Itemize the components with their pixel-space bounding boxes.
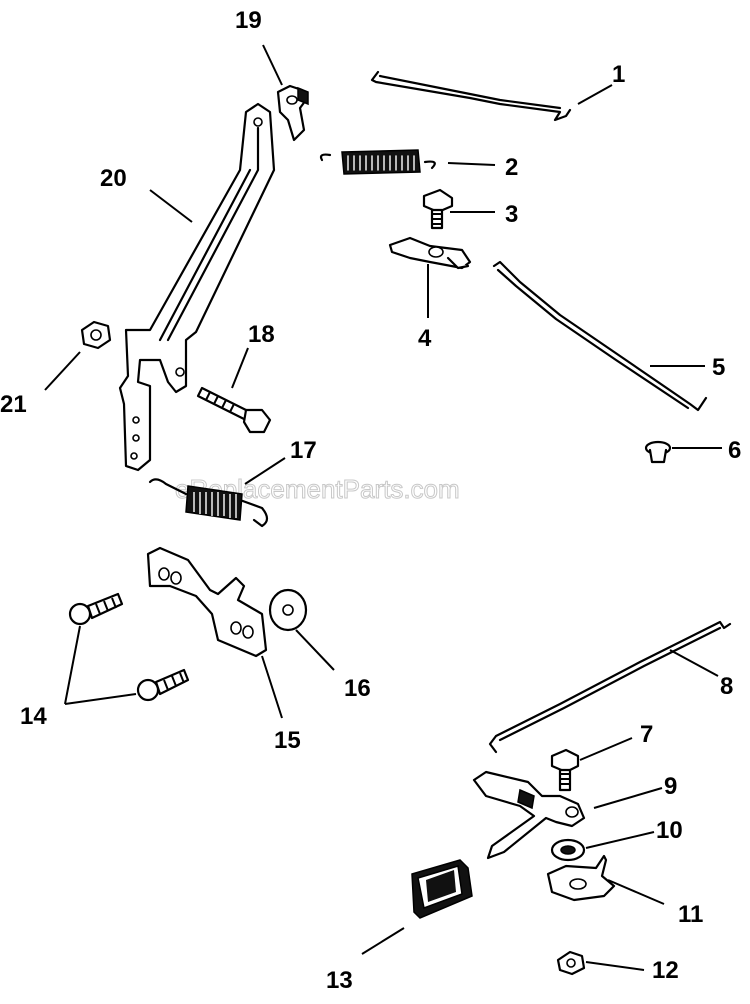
callout-4: 4 — [418, 325, 432, 352]
part-14-screw-upper[interactable] — [68, 592, 124, 626]
leader-15 — [261, 655, 283, 719]
leader-13 — [361, 927, 405, 955]
callout-3: 3 — [505, 201, 518, 228]
leader-14 — [64, 625, 137, 705]
part-17-spring[interactable] — [148, 478, 269, 528]
part-10-washer[interactable] — [550, 838, 586, 862]
part-12-nut[interactable] — [556, 950, 586, 976]
part-21-nut[interactable] — [80, 320, 112, 350]
leader-19 — [262, 44, 283, 86]
part-19-bracket[interactable] — [276, 84, 309, 142]
callout-13: 13 — [326, 967, 353, 994]
leader-9 — [593, 787, 663, 809]
part-15-bracket[interactable] — [146, 546, 268, 658]
leader-21 — [44, 351, 81, 391]
callout-15: 15 — [274, 727, 301, 754]
callout-20: 20 — [100, 165, 127, 192]
part-6-plug[interactable] — [644, 440, 672, 464]
leader-2 — [447, 162, 496, 166]
callout-7: 7 — [640, 721, 653, 748]
callout-9: 9 — [664, 773, 677, 800]
part-8-rod[interactable] — [488, 620, 732, 754]
part-2-spring[interactable] — [319, 149, 436, 175]
part-18-bolt[interactable] — [196, 386, 272, 434]
callout-14: 14 — [20, 703, 47, 730]
callout-1: 1 — [612, 61, 625, 88]
part-16-washer[interactable] — [268, 588, 308, 632]
leader-8 — [669, 649, 719, 677]
callout-16: 16 — [344, 675, 371, 702]
part-1-rod[interactable] — [370, 70, 572, 122]
callout-2: 2 — [505, 154, 518, 181]
part-14-screw-lower[interactable] — [136, 668, 190, 702]
part-4-bracket[interactable] — [388, 236, 472, 270]
leader-11 — [607, 879, 665, 905]
leader-7 — [579, 737, 633, 761]
callout-12: 12 — [652, 957, 679, 984]
leader-17 — [244, 457, 286, 485]
part-3-screw[interactable] — [422, 188, 454, 230]
leader-18 — [231, 347, 249, 389]
callout-21: 21 — [0, 391, 27, 418]
callout-18: 18 — [248, 321, 275, 348]
callout-8: 8 — [720, 673, 733, 700]
part-7-screw[interactable] — [550, 748, 580, 792]
callout-19: 19 — [235, 7, 262, 34]
part-5-rod[interactable] — [492, 260, 708, 412]
leader-16 — [295, 629, 335, 671]
part-20-lever[interactable] — [118, 102, 276, 472]
callout-11: 11 — [678, 901, 703, 928]
callout-6: 6 — [728, 437, 741, 464]
part-11-bracket[interactable] — [546, 854, 616, 902]
leader-20 — [149, 189, 193, 223]
callout-5: 5 — [712, 354, 725, 381]
callout-10: 10 — [656, 817, 683, 844]
part-9-lever[interactable] — [472, 770, 586, 860]
leader-10 — [585, 831, 655, 849]
leader-12 — [585, 961, 645, 971]
leader-1 — [577, 84, 613, 105]
part-13-pad[interactable] — [411, 859, 473, 919]
callout-17: 17 — [290, 437, 317, 464]
